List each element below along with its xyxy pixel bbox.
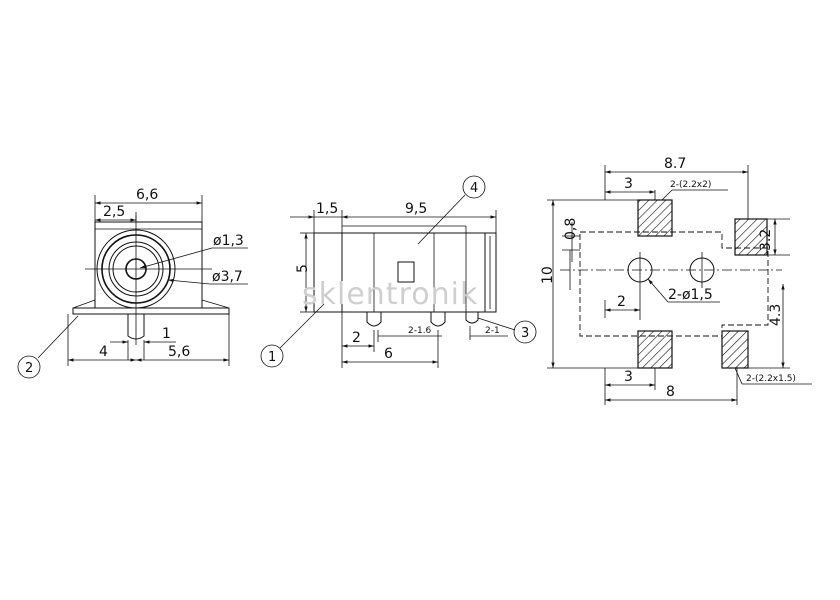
- side-pin-3: [465, 312, 479, 324]
- dim-footprint-height: 10: [540, 266, 556, 284]
- leader-inner-diameter: [139, 247, 213, 269]
- callout-2-circle: [17, 355, 41, 379]
- dim-side-height: 5: [295, 264, 311, 273]
- dim-outer-diameter: ø3,7: [212, 269, 243, 285]
- front-view: 6,6 2,5 ø1,3 ø3,7 1 4 5,6 2: [17, 187, 248, 379]
- dim-pin-size-b: 2-1: [485, 326, 500, 336]
- dim-pad-pitch-right: 4.3: [768, 304, 784, 326]
- dim-pin-size-a: 2-1.6: [408, 326, 432, 336]
- dim-pad-size-bottom: 2-(2.2x1.5): [746, 374, 796, 384]
- callout-1-leader: [279, 303, 325, 349]
- dim-inner-diameter: ø1,3: [213, 233, 244, 249]
- dim-left-pitch: 4: [99, 344, 108, 360]
- dim-pad-offset-bottom: 3: [624, 369, 633, 385]
- front-mounting-flange: [72, 307, 230, 315]
- side-view: 1,5 9,5 5 2 6 2-1.6 2-1 4 1 3: [260, 175, 537, 368]
- flange-left-slope: [72, 299, 96, 309]
- dim-front-offset: 2,5: [103, 204, 125, 220]
- pad-top-right: [734, 218, 768, 256]
- dim-right-pitch: 5,6: [168, 344, 190, 360]
- callout-4-label: 4: [470, 181, 478, 196]
- pad-top-left: [637, 199, 673, 237]
- dim-front-length: 1,5: [316, 201, 338, 217]
- callout-2-leader: [37, 315, 79, 359]
- callout-4-circle: [462, 175, 486, 199]
- callout-1-label: 1: [268, 350, 276, 365]
- callout-4-leader: [417, 194, 466, 245]
- callout-2-label: 2: [25, 361, 33, 376]
- dim-pad-offset-top: 3: [624, 176, 633, 192]
- pad-bottom-left: [637, 330, 673, 369]
- dim-hole-offset: 2: [617, 294, 626, 310]
- leader-outer-diameter: [167, 278, 211, 285]
- watermark: sklentronik: [302, 277, 478, 312]
- side-pin-1: [366, 312, 382, 327]
- leader-pad-size-bottom: [734, 367, 743, 385]
- dim-hole-size: 2-ø1,5: [668, 287, 713, 303]
- dim-pin-span: 6: [384, 346, 393, 362]
- side-window: [397, 261, 415, 283]
- callout-1-circle: [260, 344, 284, 368]
- leader-pad-size-top: [661, 189, 673, 201]
- pad-bottom-right: [721, 330, 749, 369]
- front-body-outline: [94, 221, 203, 309]
- dim-bottom-width: 8: [666, 384, 675, 400]
- side-rear-cap: [484, 232, 497, 313]
- callout-3-label: 3: [521, 326, 529, 341]
- dim-body-length: 9,5: [405, 201, 427, 217]
- flange-right-slope: [201, 299, 230, 309]
- side-pin-2: [430, 312, 446, 327]
- dim-front-width: 6,6: [136, 187, 158, 203]
- dim-total-width: 8.7: [664, 156, 686, 172]
- dim-gap: 0,8: [563, 218, 579, 240]
- leader-hole-size: [647, 278, 669, 303]
- dim-pin-width: 1: [162, 326, 171, 342]
- dim-pad-height-right: 3.2: [758, 229, 774, 251]
- callout-3-circle: [513, 320, 537, 344]
- dim-pin-offset: 2: [352, 330, 361, 346]
- pcb-footprint: 8.7 3 2-(2.2x2) 10 0,8 3.2 4.3 2 2-ø1,5: [540, 156, 812, 405]
- dim-pad-size-top: 2-(2.2x2): [670, 180, 711, 190]
- footprint-outline: [579, 231, 769, 337]
- callout-3-leader: [477, 317, 516, 331]
